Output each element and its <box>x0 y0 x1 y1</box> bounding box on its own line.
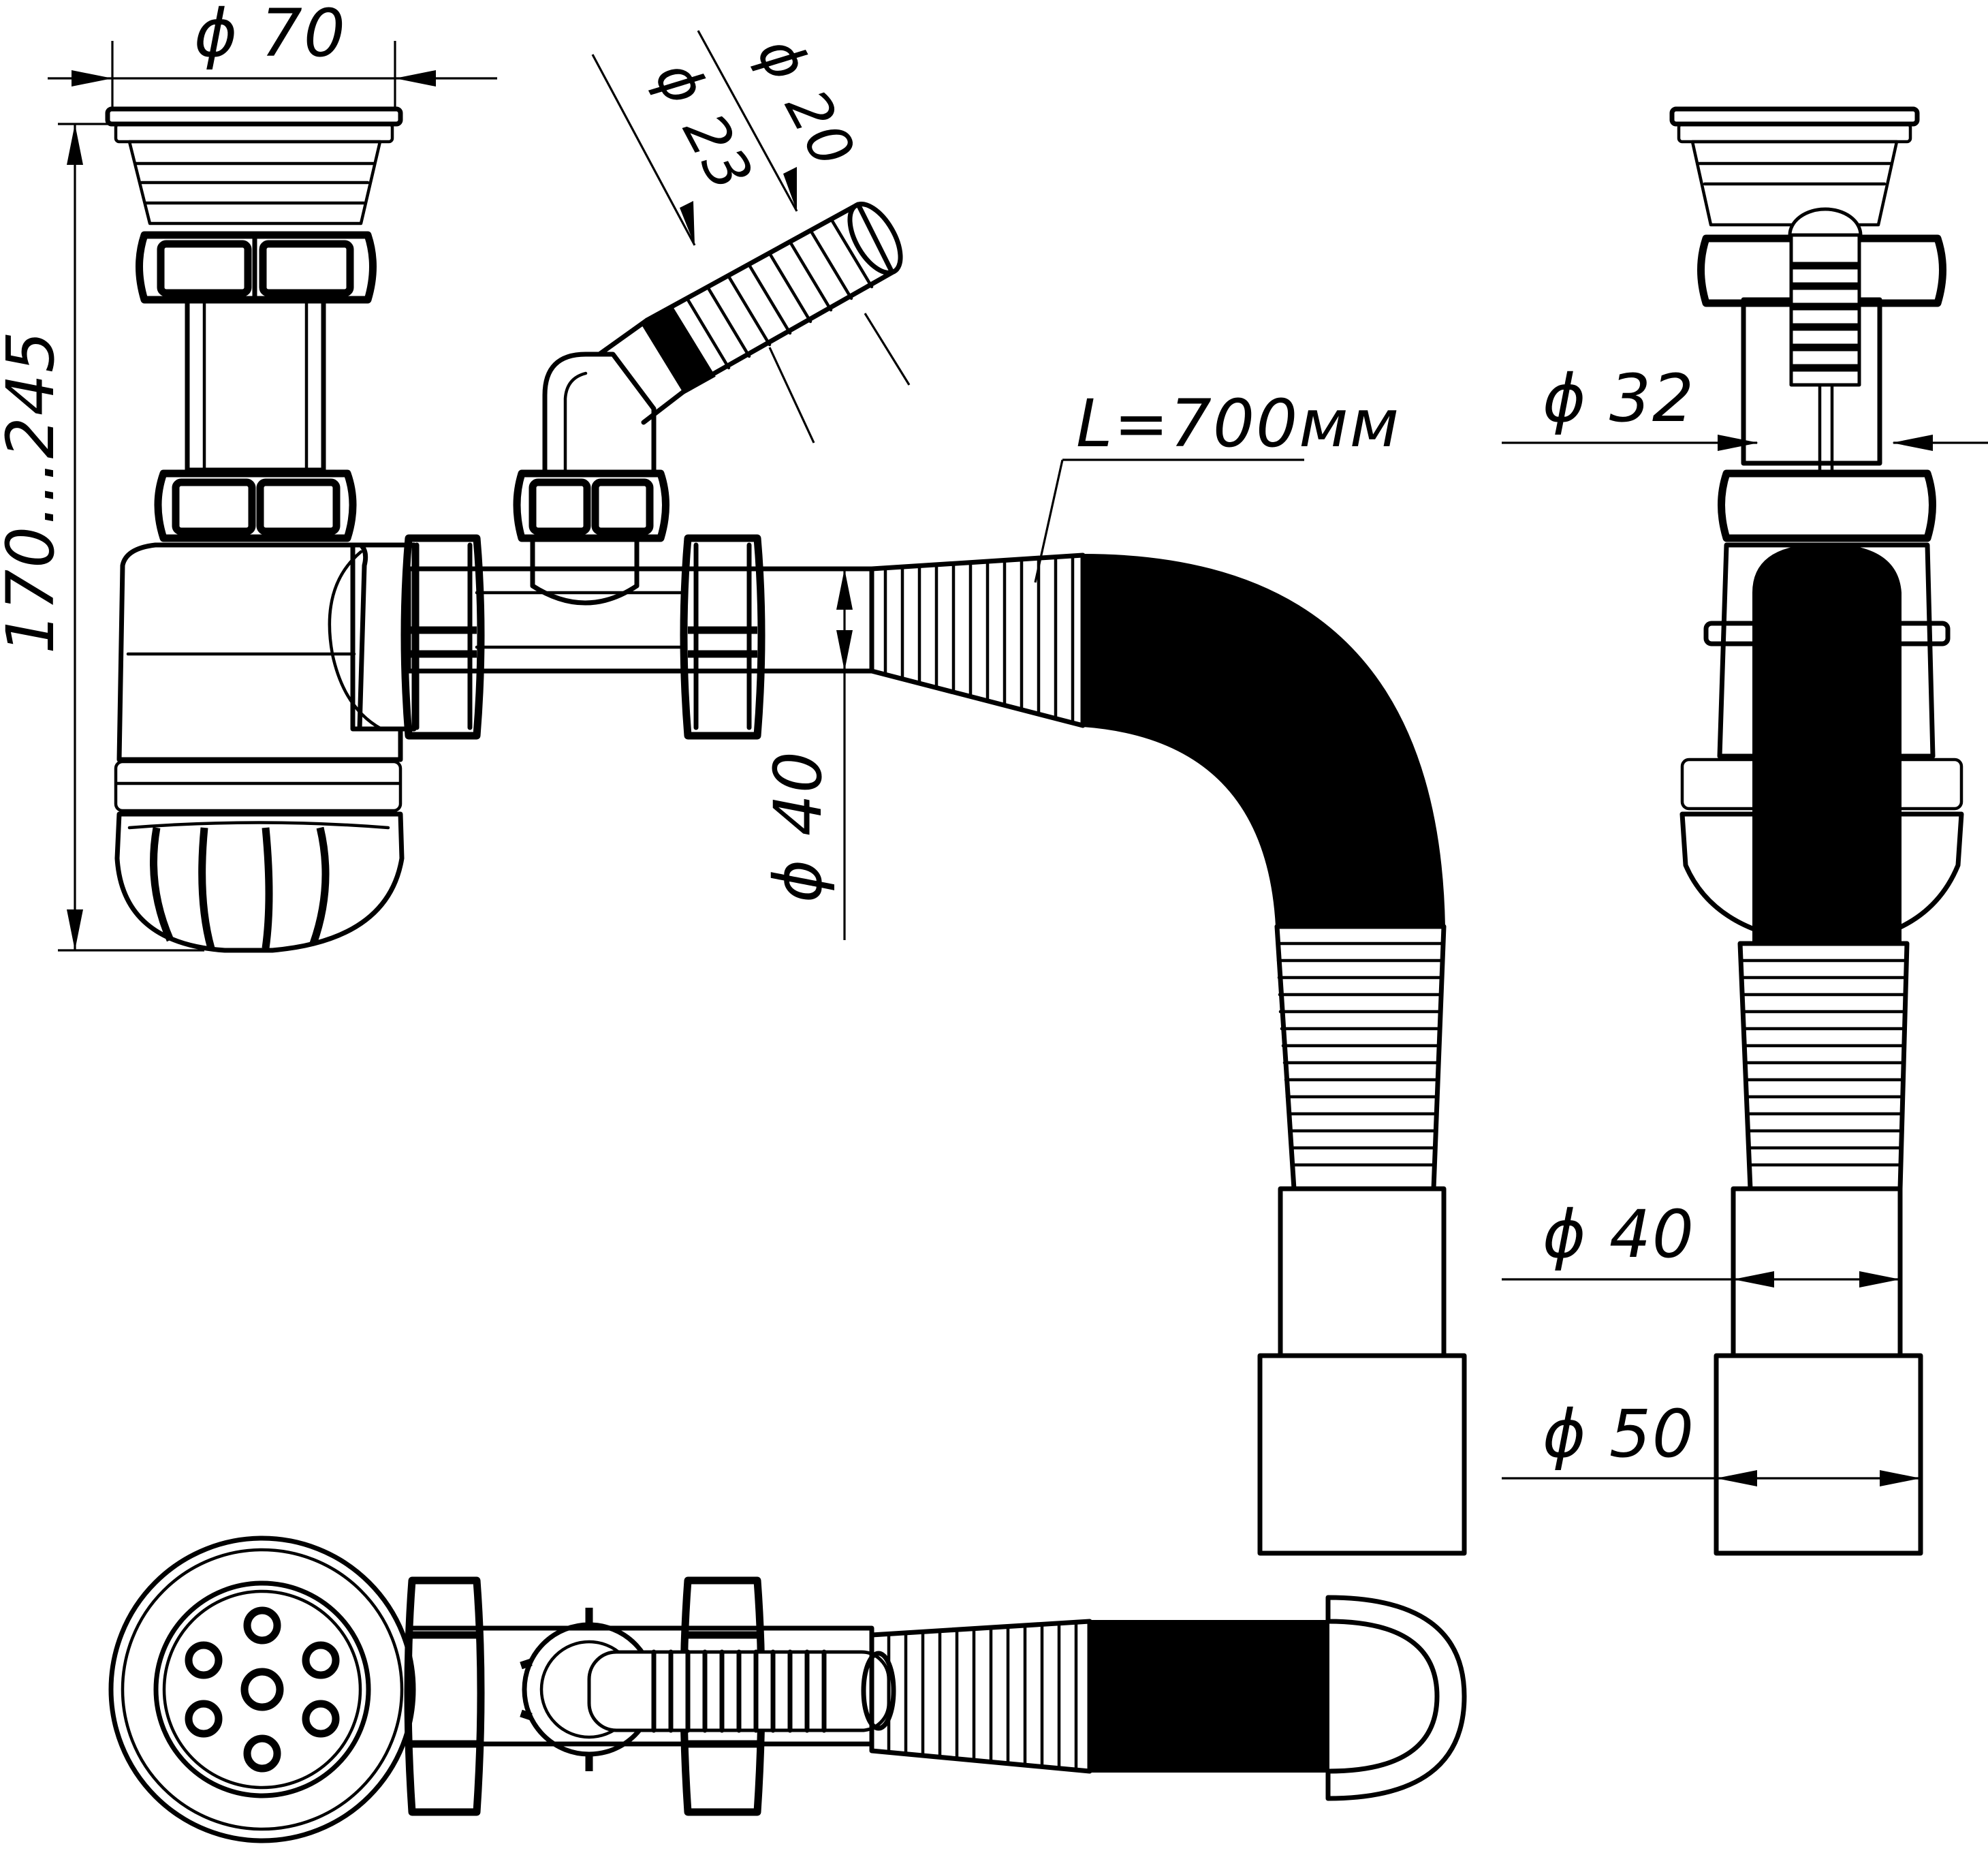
top-view-overflow-hose <box>587 1649 896 1733</box>
corrugated-hose-vertical <box>1274 924 1447 1191</box>
overflow-hose <box>642 202 903 394</box>
side-view <box>1669 106 1964 1556</box>
dimension-outlet-40: ϕ 40 <box>1502 1196 1902 1288</box>
top-view-outlet-ring <box>1325 1595 1467 1801</box>
strainer-holes <box>185 1606 340 1773</box>
strainer-top <box>108 1536 416 1843</box>
front-view <box>105 106 1467 1556</box>
bottle-trap-body <box>114 542 405 953</box>
label-diameter-50: ϕ 50 <box>1543 1396 1695 1472</box>
upper-nut <box>136 231 377 304</box>
side-branch <box>350 469 874 740</box>
dimension-strainer-70: ϕ 70 <box>48 0 497 109</box>
hose-ribs-horizontal <box>883 554 1075 724</box>
dimension-hose-length: L=700мм <box>1034 386 1400 583</box>
label-diameter-32: ϕ 32 <box>1543 360 1695 437</box>
dimension-pipe-40: ϕ 40 <box>760 569 853 940</box>
side-view-corrugated-hose <box>1737 941 1910 1191</box>
side-view-overflow-hose <box>1788 207 1863 472</box>
top-view-hose-bend <box>1088 1620 1329 1773</box>
top-view <box>108 1536 1467 1843</box>
top-view-corrugated-hose <box>869 1619 1092 1774</box>
corrugated-hose-light <box>869 552 1086 728</box>
dimension-inlet-32: ϕ 32 <box>1502 360 1988 451</box>
strainer-grate <box>105 106 403 225</box>
label-hose-length: L=700мм <box>1076 386 1400 462</box>
dimension-height: 170...245 <box>0 123 204 952</box>
outlet-connector <box>1257 1186 1467 1556</box>
label-diameter-40-front: ϕ 40 <box>760 750 836 903</box>
side-view-dark-core <box>1752 543 1902 945</box>
dimension-hose-23-20: ϕ 23 ϕ 20 <box>591 26 911 443</box>
label-diameter-20: ϕ 20 <box>743 26 868 179</box>
label-diameter-70: ϕ 70 <box>194 0 347 72</box>
label-diameter-40-outlet: ϕ 40 <box>1543 1196 1695 1273</box>
dimension-outlet-50: ϕ 50 <box>1502 1396 1921 1486</box>
label-height-range: 170...245 <box>0 330 69 654</box>
tail-pipe <box>185 297 326 473</box>
overflow-hose-ribs <box>686 217 874 370</box>
corrugated-hose-bend <box>1082 553 1446 928</box>
lower-nut <box>154 469 357 542</box>
